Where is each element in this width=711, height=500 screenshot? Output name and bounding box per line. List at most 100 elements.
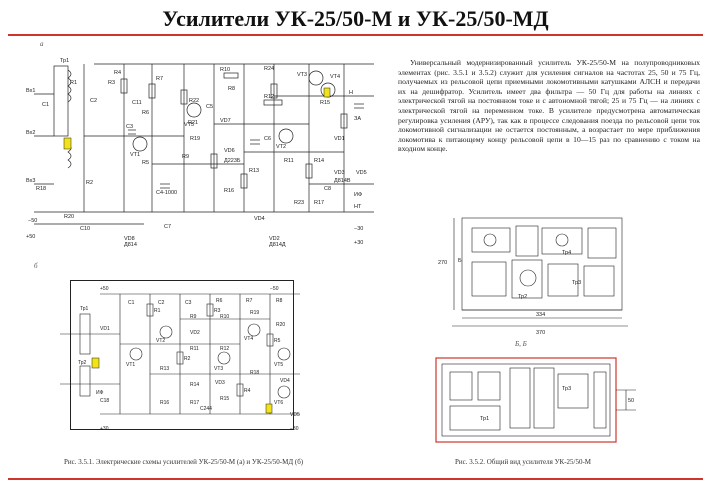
svg-text:C7: C7 (164, 224, 171, 230)
label-a-top: а (40, 40, 44, 48)
schematic-a: Вх1 Вх2 Вх3 Тр1 C1 C2 C3 R1 R2 R3 R4 R5 … (26, 58, 374, 248)
svg-text:VT1: VT1 (130, 152, 140, 158)
svg-text:VT5: VT5 (274, 362, 283, 368)
svg-text:VD3: VD3 (334, 170, 345, 176)
svg-text:R20: R20 (64, 214, 74, 220)
svg-text:R1: R1 (154, 308, 161, 314)
svg-text:Н: Н (349, 90, 353, 96)
svg-text:−30: −30 (290, 426, 299, 432)
svg-text:VT3: VT3 (214, 366, 223, 372)
svg-text:Д223Б: Д223Б (224, 158, 241, 164)
svg-text:R14: R14 (190, 382, 199, 388)
svg-text:R7: R7 (156, 76, 163, 82)
svg-text:R16: R16 (224, 188, 234, 194)
svg-text:VD8: VD8 (124, 236, 135, 242)
svg-text:C3: C3 (185, 300, 192, 306)
svg-text:R16: R16 (160, 400, 169, 406)
svg-text:R24: R24 (264, 66, 274, 72)
svg-text:R2: R2 (184, 356, 191, 362)
schematic-b: Тр1 Тр2 VT1 VT2 VT3 VT4 VT5 VT6 VD1 VD2 … (60, 286, 300, 432)
svg-text:ИФ: ИФ (354, 192, 362, 198)
svg-text:R18: R18 (36, 186, 46, 192)
bottom-rule (8, 478, 703, 480)
svg-text:C5: C5 (206, 104, 213, 110)
svg-text:C8: C8 (324, 186, 331, 192)
svg-text:R12: R12 (220, 346, 229, 352)
general-view-top: Тр3 50 Тр1 (435, 357, 636, 443)
svg-text:R4: R4 (114, 70, 121, 76)
svg-text:R18: R18 (250, 370, 259, 376)
svg-text:R13: R13 (249, 168, 259, 174)
svg-text:VD1: VD1 (334, 136, 345, 142)
figure-caption-left: Рис. 3.5.1. Электрические схемы усилител… (64, 458, 304, 466)
svg-text:VD5: VD5 (356, 170, 367, 176)
svg-text:R14: R14 (314, 158, 324, 164)
svg-text:VT5: VT5 (184, 122, 194, 128)
svg-text:R17: R17 (190, 400, 199, 406)
svg-text:Тр1: Тр1 (80, 306, 89, 312)
svg-text:VD2: VD2 (269, 236, 280, 242)
svg-text:VD3: VD3 (215, 380, 225, 386)
svg-text:VT4: VT4 (244, 336, 253, 342)
svg-text:R20: R20 (276, 322, 285, 328)
svg-text:R9: R9 (182, 154, 189, 160)
svg-text:VD6: VD6 (224, 148, 235, 154)
svg-text:R11: R11 (284, 158, 294, 164)
svg-text:Б: Б (458, 258, 462, 264)
svg-text:VD5: VD5 (290, 412, 300, 418)
svg-text:R22: R22 (189, 98, 199, 104)
svg-text:ЗА: ЗА (354, 116, 361, 122)
svg-text:VD1: VD1 (100, 326, 110, 332)
label-b-view: Б, Б (515, 340, 527, 348)
description-paragraph: Универсальный модернизированный усилител… (398, 58, 700, 154)
svg-text:+50: +50 (100, 286, 109, 292)
svg-text:VT3: VT3 (297, 72, 307, 78)
general-view-front: Тр4 Тр2 Тр3 334 370 270 Б (438, 217, 628, 336)
svg-text:334: 334 (536, 312, 545, 318)
page-title: Усилители УК-25/50-М и УК-25/50-МД (162, 6, 549, 31)
svg-text:R17: R17 (314, 200, 324, 206)
svg-text:Вх1: Вх1 (26, 88, 35, 94)
svg-text:R11: R11 (190, 346, 199, 352)
svg-text:VT2: VT2 (156, 338, 165, 344)
svg-text:НТ: НТ (354, 204, 362, 210)
label-b-bottom: б (34, 262, 38, 270)
svg-text:VT2: VT2 (276, 144, 286, 150)
svg-text:Д814В: Д814В (334, 178, 351, 184)
svg-text:R4: R4 (244, 388, 251, 394)
svg-text:R9: R9 (190, 314, 197, 320)
svg-text:C4-1000: C4-1000 (156, 190, 177, 196)
svg-text:50: 50 (628, 398, 634, 404)
svg-text:R15: R15 (320, 100, 330, 106)
svg-text:Тр4: Тр4 (562, 250, 571, 256)
svg-text:R19: R19 (250, 310, 259, 316)
svg-text:R6: R6 (216, 298, 223, 304)
svg-text:R6: R6 (142, 110, 149, 116)
svg-text:Тр2: Тр2 (78, 360, 87, 366)
svg-text:Тр2: Тр2 (518, 294, 527, 300)
svg-text:+30: +30 (354, 240, 363, 246)
svg-text:VD2: VD2 (190, 330, 200, 336)
svg-text:R1: R1 (70, 80, 77, 86)
svg-text:VT1: VT1 (126, 362, 135, 368)
schematic-b-frame (70, 280, 294, 430)
svg-text:C11: C11 (132, 100, 142, 106)
svg-text:VD4: VD4 (254, 216, 265, 222)
svg-text:Тр3: Тр3 (572, 280, 581, 286)
svg-text:VD7: VD7 (220, 118, 231, 124)
svg-text:Тр1: Тр1 (60, 58, 69, 64)
svg-text:R15: R15 (220, 396, 229, 402)
svg-text:C6: C6 (264, 136, 271, 142)
svg-text:C244: C244 (200, 406, 212, 412)
svg-text:R10: R10 (220, 314, 229, 320)
figure-caption-right: Рис. 3.5.2. Общий вид усилителя УК-25/50… (455, 458, 592, 466)
svg-text:R8: R8 (276, 298, 283, 304)
svg-text:C3: C3 (126, 124, 133, 130)
svg-text:+50: +50 (26, 234, 35, 240)
svg-text:Вх2: Вх2 (26, 130, 35, 136)
svg-text:+30: +30 (100, 426, 109, 432)
svg-text:R10: R10 (220, 67, 230, 73)
svg-text:R23: R23 (294, 200, 304, 206)
svg-text:370: 370 (536, 330, 545, 336)
svg-text:R19: R19 (190, 136, 200, 142)
